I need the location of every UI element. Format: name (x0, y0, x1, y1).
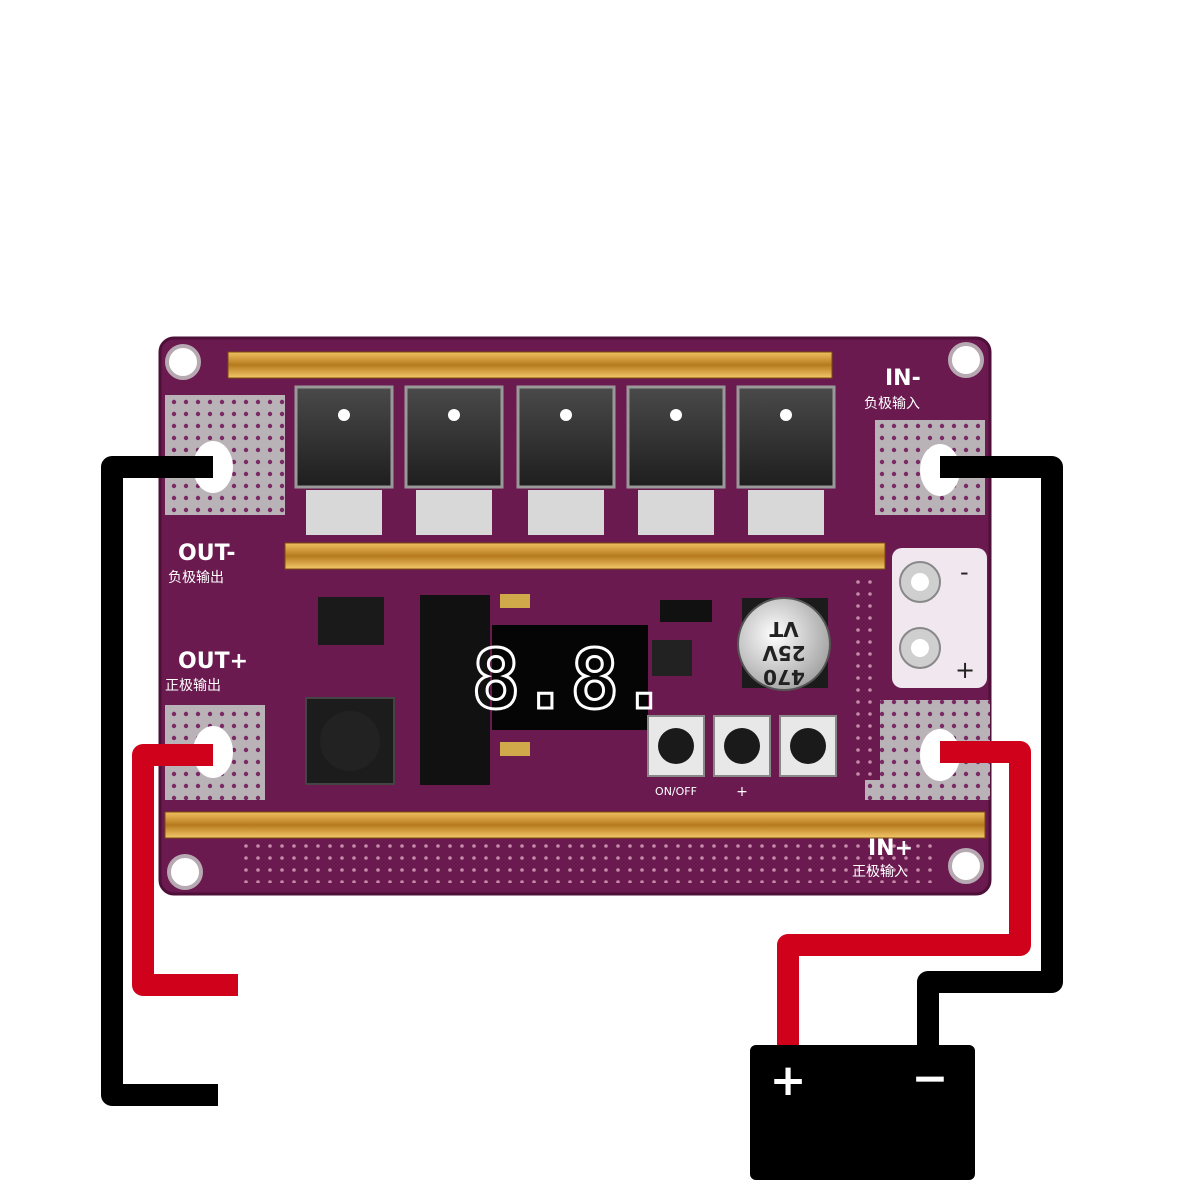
power-button[interactable] (647, 715, 705, 777)
out-minus-label: OUT- (178, 541, 235, 566)
in-minus-cn-label: 负极输入 (864, 396, 920, 412)
capacitor-label-1: 470 (763, 665, 805, 689)
battery-plus-label: + (770, 1055, 807, 1106)
capacitor-label-2: 25V (762, 641, 806, 665)
out-plus-cn-label: 正极输出 (165, 678, 221, 694)
battery: + − (750, 1045, 975, 1180)
silkscreen-labels: IN- 负极输入 OUT- 负极输出 OUT+ 正极输出 IN+ 正极输入 (165, 366, 921, 880)
plus-button[interactable] (779, 715, 837, 777)
capacitor: 470 25V VT (737, 597, 831, 691)
cap-terminal-minus-label: - (960, 558, 969, 586)
buttons: ON/OFF + (647, 715, 837, 800)
power-button-label: ON/OFF (655, 785, 697, 798)
capacitor-terminals: - + (892, 548, 987, 688)
out-minus-cn-label: 负极输出 (168, 570, 224, 586)
out-plus-label: OUT+ (178, 649, 248, 674)
in-plus-cn-label: 正极输入 (852, 864, 908, 880)
wires (101, 456, 1063, 1106)
mosfet-4 (626, 385, 726, 535)
capacitor-label-3: VT (769, 617, 798, 641)
minus-button[interactable] (713, 715, 771, 777)
out-minus-wire (101, 456, 218, 1106)
battery-minus-label: − (912, 1053, 949, 1104)
mounting-holes (165, 342, 984, 890)
seven-segment-display: 8.8. (470, 625, 670, 730)
mosfet-3 (516, 385, 616, 535)
in-minus-wire (917, 456, 1063, 1045)
in-plus-label: IN+ (868, 836, 913, 861)
display-readout: 8.8. (471, 633, 668, 728)
plus-button-label: + (736, 784, 748, 800)
mosfet-row (294, 385, 836, 535)
in-minus-label: IN- (885, 366, 921, 391)
mosfet-5 (736, 385, 836, 535)
mosfet-1 (294, 385, 394, 535)
components (305, 594, 712, 785)
copper-bars (164, 351, 986, 839)
in-plus-wire (777, 741, 1031, 1045)
cap-terminal-plus-label: + (955, 656, 975, 684)
out-plus-wire (132, 744, 238, 996)
mosfet-2 (404, 385, 504, 535)
